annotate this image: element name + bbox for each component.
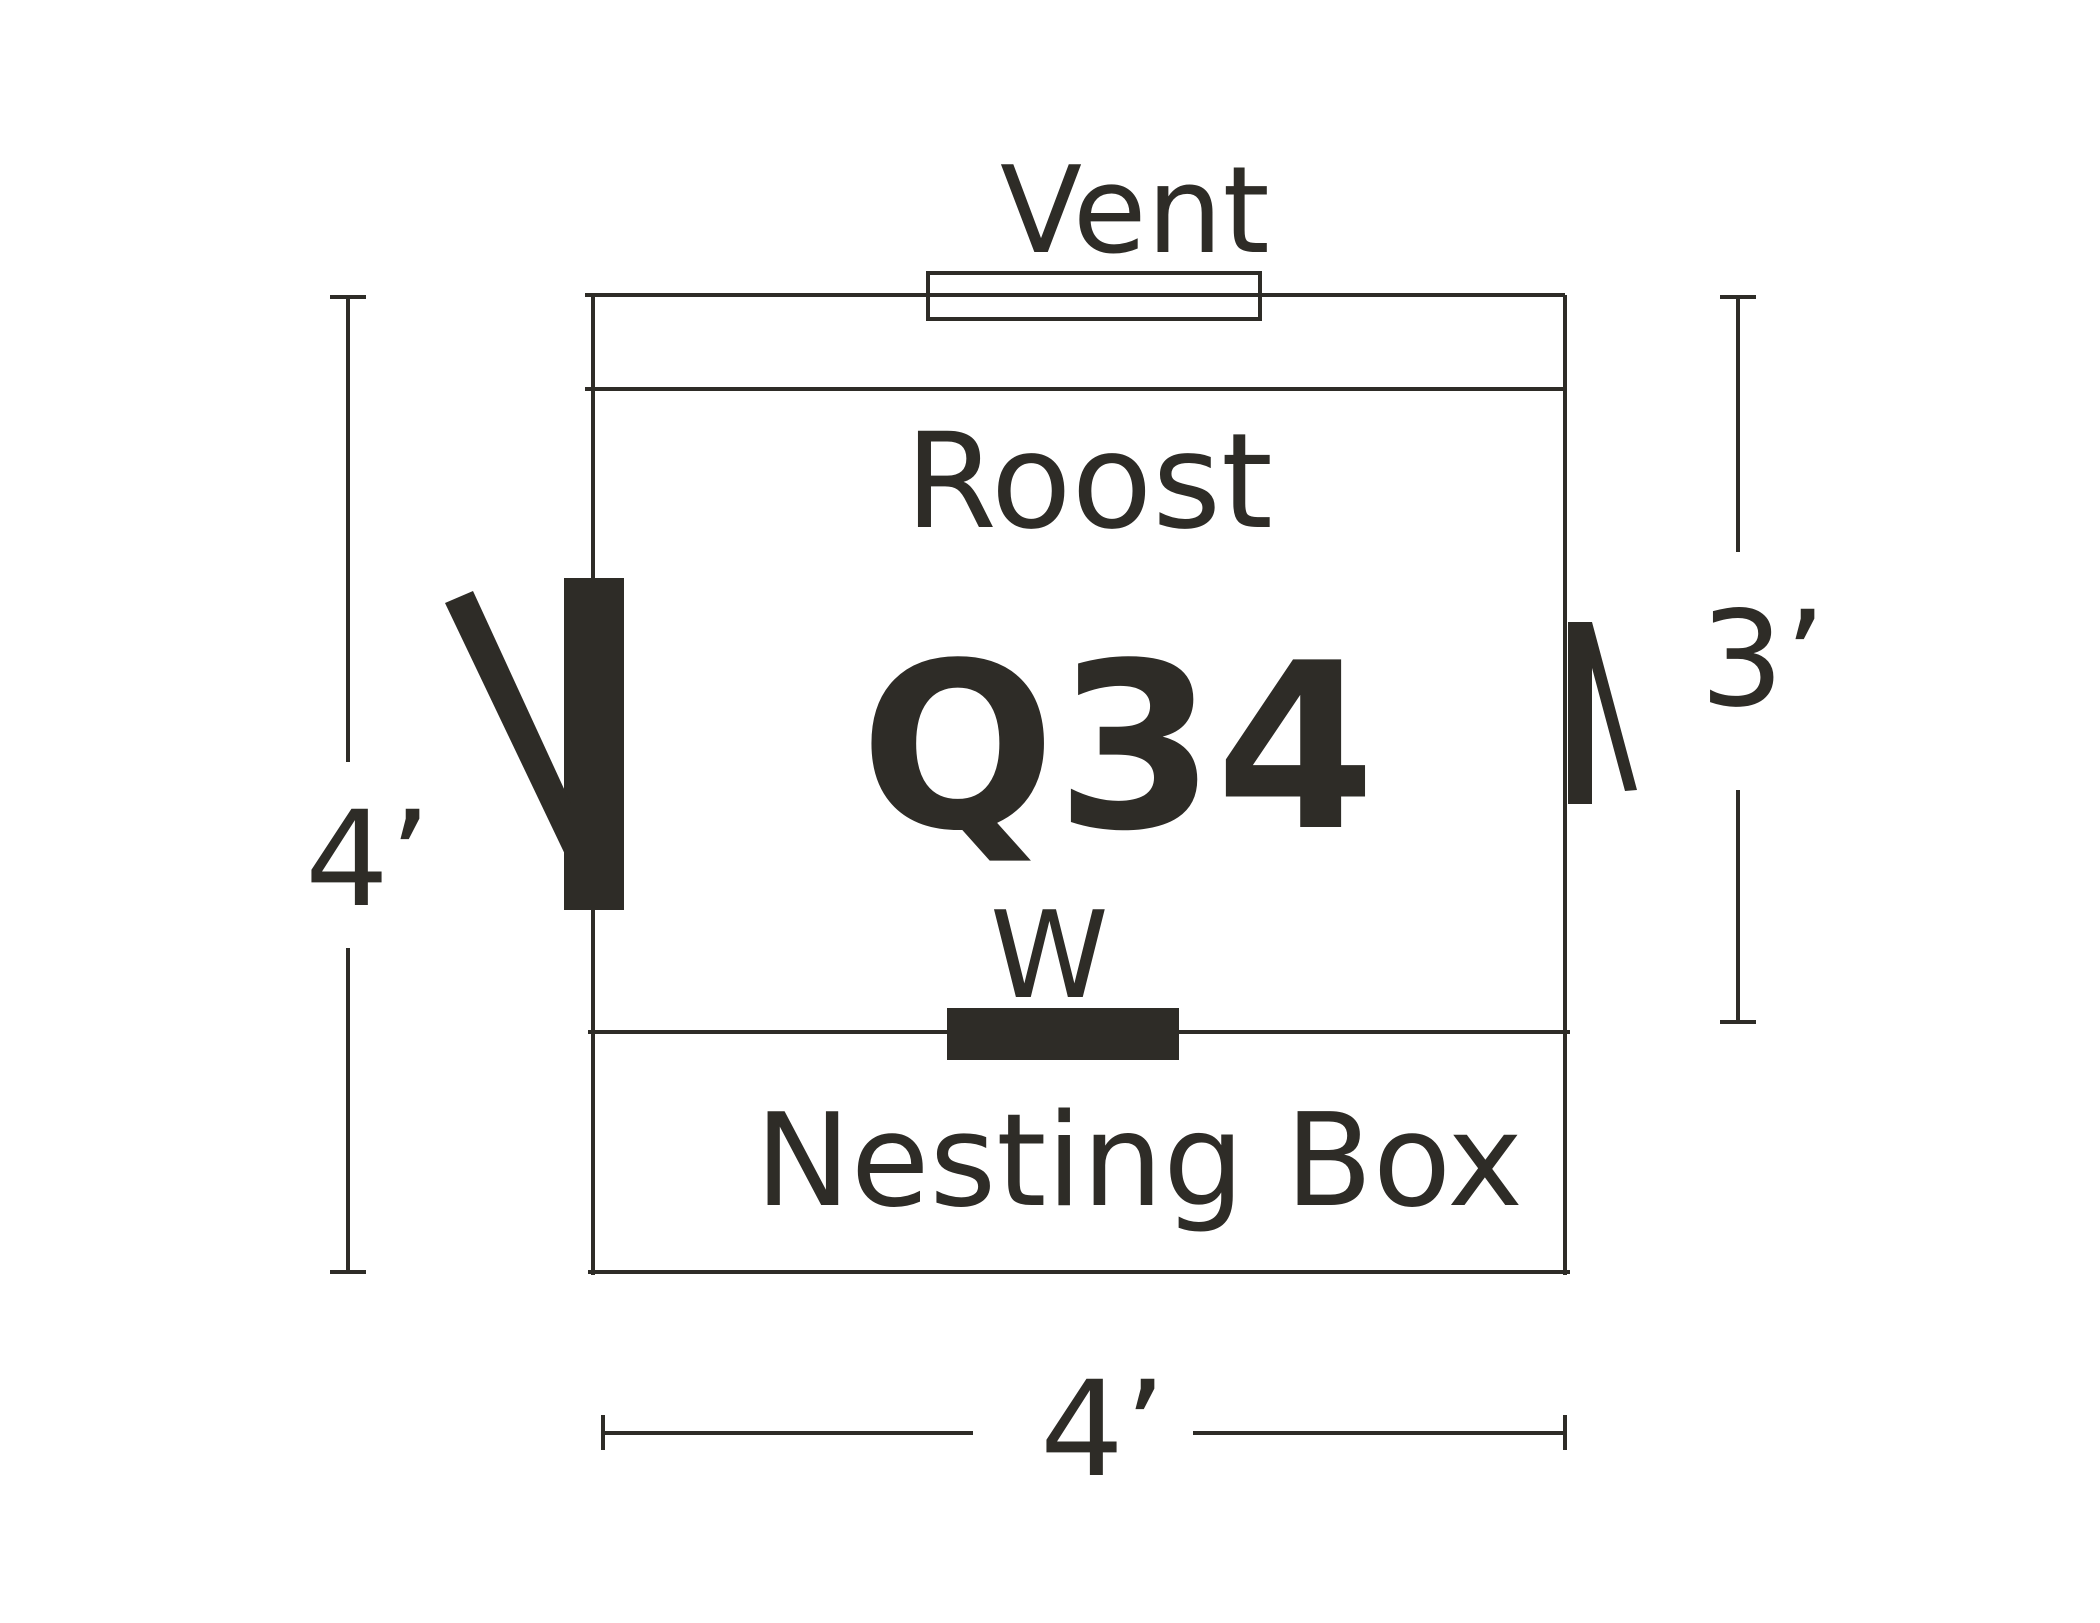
left-door xyxy=(445,578,624,910)
window-label: W xyxy=(990,887,1109,1026)
window-marker xyxy=(947,1008,1179,1060)
left-height-dimension: 4’ xyxy=(305,295,431,1274)
left-door-panel xyxy=(564,578,624,910)
right-door-swing xyxy=(1588,622,1637,791)
left-height-label: 4’ xyxy=(305,783,431,937)
coop-code-label: Q34 xyxy=(860,615,1376,882)
bottom-width-label: 4’ xyxy=(1040,1353,1166,1507)
right-height-dimension: 3’ xyxy=(1700,295,1826,1024)
roost-label: Roost xyxy=(905,405,1273,559)
vent-label: Vent xyxy=(1000,142,1270,281)
coop-outline xyxy=(585,293,1570,1275)
nesting-box-label: Nesting Box xyxy=(755,1087,1523,1236)
right-height-label: 3’ xyxy=(1700,583,1826,737)
vent-rect xyxy=(926,271,1262,321)
left-door-swing xyxy=(445,591,571,867)
bottom-width-dimension: 4’ xyxy=(601,1353,1567,1507)
right-door xyxy=(1568,622,1637,804)
